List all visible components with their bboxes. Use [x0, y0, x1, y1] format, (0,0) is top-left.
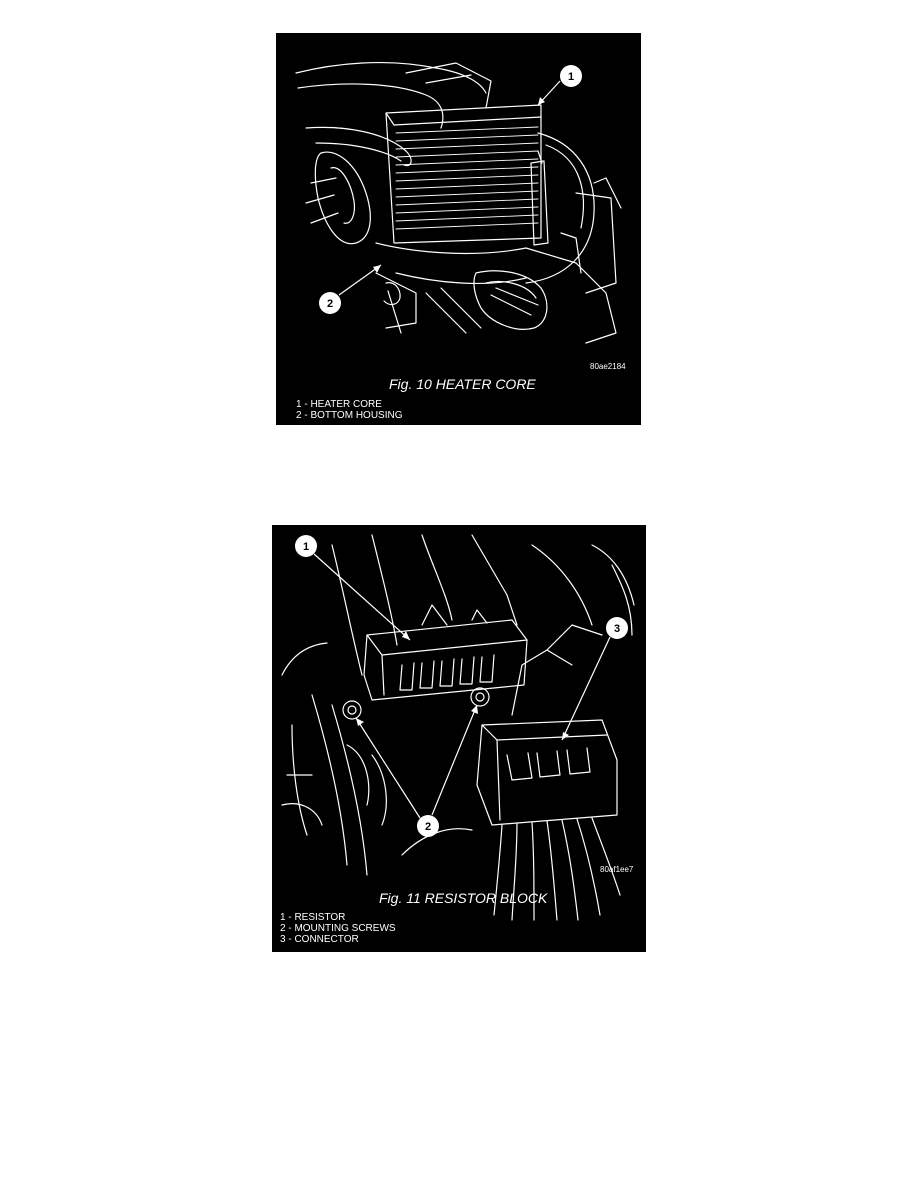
callout-2: 2: [319, 264, 382, 314]
callout-3-label: 3: [614, 623, 620, 635]
legend-item: 1 - RESISTOR: [280, 912, 346, 923]
figure-heater-core: 1 2 80ae2184 Fig. 10 HEATER CORE 1 - HEA…: [276, 33, 641, 425]
resistor-block-illustration: 1 2 3: [281, 534, 635, 921]
legend-item: 2 - MOUNTING SCREWS: [280, 923, 396, 934]
callout-1-label: 1: [568, 71, 574, 83]
figure-caption: Fig. 11 RESISTOR BLOCK: [379, 890, 548, 906]
figure-legend: 1 - HEATER CORE 2 - BOTTOM HOUSING: [296, 399, 403, 421]
callout-1-label: 1: [303, 541, 309, 553]
callout-2-label: 2: [327, 298, 333, 310]
legend-item: 3 - CONNECTOR: [280, 934, 359, 945]
figure-legend: 1 - RESISTOR 2 - MOUNTING SCREWS 3 - CON…: [280, 912, 396, 945]
callout-1: 1: [537, 65, 582, 106]
figure-caption: Fig. 10 HEATER CORE: [389, 376, 536, 392]
callout-2: 2: [355, 704, 478, 837]
callout-3: 3: [561, 617, 628, 741]
figure-resistor-block: 1 2 3 80af1ee7 Fig. 11 RESISTOR BLOCK 1 …: [272, 525, 646, 952]
callout-2-label: 2: [425, 821, 431, 833]
legend-item: 2 - BOTTOM HOUSING: [296, 410, 403, 421]
callout-1: 1: [295, 535, 411, 641]
heater-core-illustration: 1 2: [295, 61, 622, 344]
legend-item: 1 - HEATER CORE: [296, 399, 382, 410]
figure-code: 80ae2184: [590, 362, 626, 371]
figure-code: 80af1ee7: [600, 865, 634, 874]
